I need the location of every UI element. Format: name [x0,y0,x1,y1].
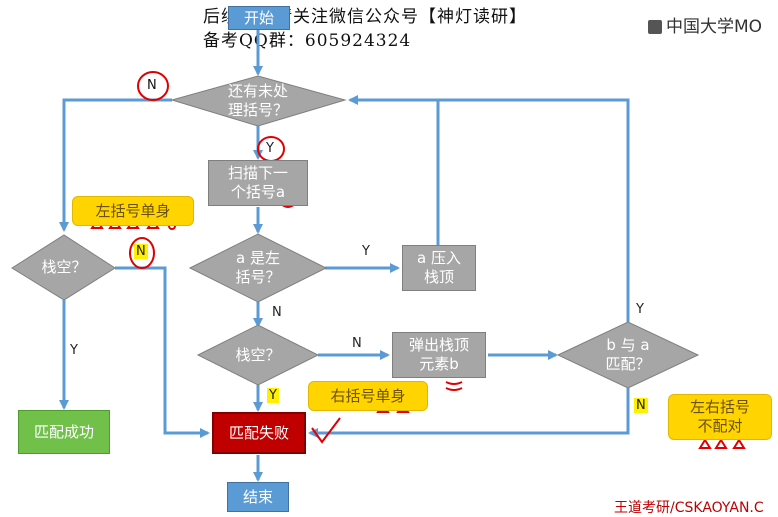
decision-match [556,321,700,389]
start-node: 开始 [228,6,290,30]
tri-9 [732,438,746,449]
edge-label-top-no: N [147,78,157,93]
decision-has-unprocessed-label: 还有未处 理括号？ [218,82,298,120]
header-line-2: 备考QQ群：605924324 [203,31,412,51]
scan-line: 个括号a [230,183,286,201]
arrow-push-to-loop [348,95,440,245]
edge-label-isleft-no: N [272,305,282,320]
decision-is-left [188,233,328,303]
check-mark [311,417,341,444]
logo-icon [648,20,662,34]
decision-left-stack-empty [11,234,116,301]
mooc-logo: 中国大学MO [648,12,762,37]
edge-label-match-no: N [634,398,648,413]
squiggle [445,381,463,391]
push-node: a 压入 栈顶 [402,245,476,291]
push-line: a 压入 [417,249,461,267]
edge-label-isleft-yes: Y [362,244,370,259]
circle-n-annotation [137,71,169,101]
note-line: 不配对 [697,417,743,435]
note-mismatch: 左右括号 不配对 [668,394,772,440]
arrow-match-yes [350,98,630,322]
scan-next-node: 扫描下一 个括号a [208,160,308,206]
edge-label-left-yes: Y [70,343,78,358]
pop-line: 元素b [419,355,459,373]
decision-right-stack-empty [196,324,320,386]
edge-label-top-yes: Y [266,141,274,156]
note-single-left: 左括号单身 [72,196,194,226]
tri-7 [698,438,712,449]
edge-label-match-yes: Y [636,302,644,317]
decision-line: a 是左 [236,249,280,267]
pop-node: 弹出栈顶 元素b [392,332,486,378]
pop-line: 弹出栈顶 [408,336,469,354]
arrow-match-no [308,388,630,438]
circle-n2-annotation [129,237,155,269]
edge-label-empty-yes: Y [267,388,279,403]
note-single-right: 右括号单身 [308,381,428,411]
decision-line: 括号？ [235,268,281,286]
decision-left-empty-label: 栈空？ [41,258,87,276]
decision-match-label: b 与 a 匹配？ [588,336,668,374]
scan-line: 扫描下一 [227,164,288,182]
decision-line: 匹配？ [605,355,651,373]
edge-label-empty-no: N [352,336,362,351]
edge-label-left-no: N [134,244,148,259]
decision-right-empty-label: 栈空？ [235,346,281,364]
decision-line: 还有未处 [227,82,288,100]
fail-node: 匹配失败 [212,412,306,454]
logo-text: 中国大学MO [666,17,763,37]
decision-is-left-label: a 是左 括号？ [218,249,298,287]
arrow-left-no-to-fail [115,266,210,438]
arrow-no-to-left-empty [59,98,172,232]
success-node: 匹配成功 [18,410,110,454]
tri-8 [714,438,728,449]
decision-line: 理括号？ [227,101,288,119]
decision-line: b 与 a [606,336,650,354]
end-node: 结束 [227,482,289,512]
decision-has-unprocessed [170,75,347,127]
note-line: 左右括号 [689,398,750,416]
push-line: 栈顶 [423,268,454,286]
footer-watermark: 王道考研/CSKAOYAN.C [614,500,764,516]
